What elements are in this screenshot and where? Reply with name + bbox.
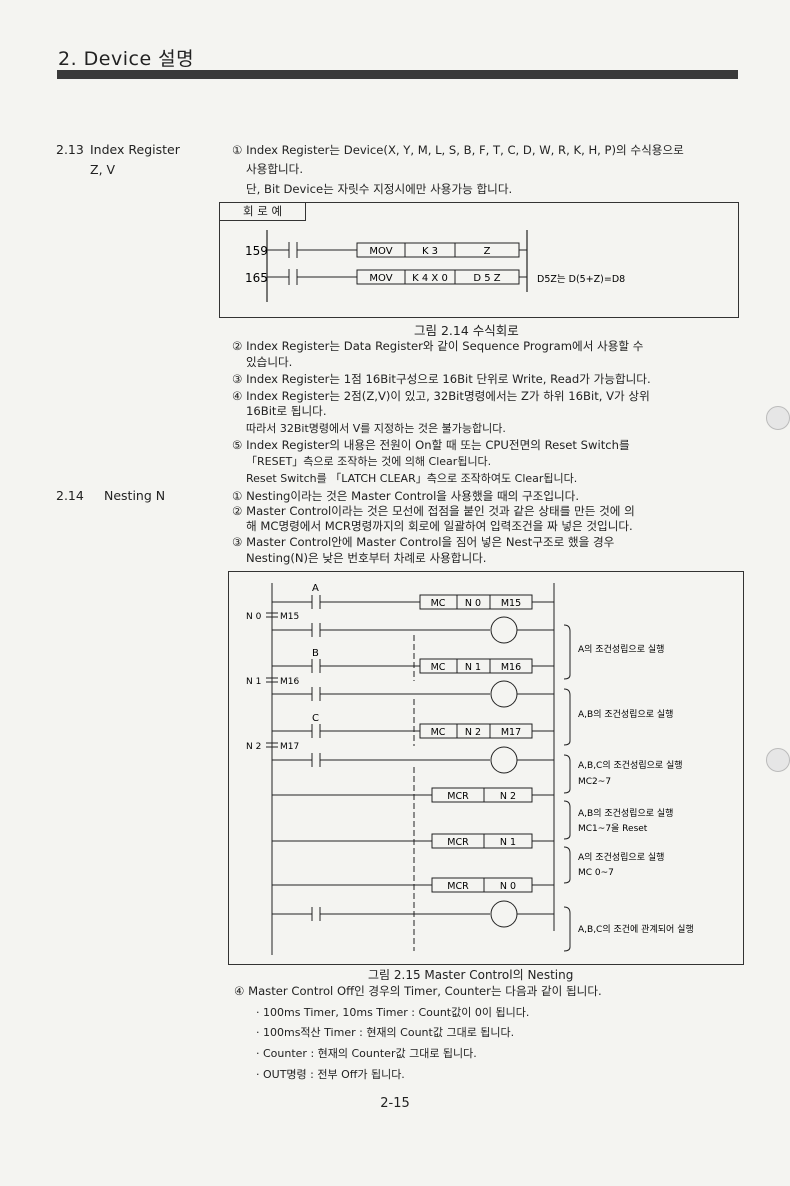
instruction-label: MCR [447, 791, 469, 802]
operand-label: N 1 [465, 662, 481, 673]
operand-label: N 1 [500, 837, 516, 848]
section-number: 2.14 [56, 488, 84, 503]
header-rule [57, 70, 738, 79]
page-number: 2-15 [380, 1096, 410, 1111]
list-item: · OUT명령 : 전부 Off가 됩니다. [256, 1068, 405, 1081]
contact-label: A [312, 583, 319, 594]
paragraph: 따라서 32Bit명령에서 V를 지정하는 것은 불가능합니다. [246, 422, 506, 435]
instruction-label: MC [431, 727, 446, 738]
paragraph: Nesting(N)은 낮은 번호부터 차례로 사용합니다. [246, 551, 487, 565]
nesting-label: N 0 [246, 612, 262, 622]
paragraph: Reset Switch를 「LATCH CLEAR」측으로 조작하여도 Cle… [246, 472, 578, 485]
nesting-label: N 2 [246, 742, 261, 752]
list-item: · 100ms적산 Timer : 현재의 Count값 그대로 됩니다. [256, 1026, 515, 1039]
annotation: MC2~7 [578, 777, 611, 787]
nesting-ladder-diagram: A B C N 0 M15 N 1 M16 N 2 M17 MC N 0 M15… [246, 583, 694, 955]
section-title: Nesting N [104, 488, 166, 503]
circuit-example-box [219, 202, 739, 318]
paragraph: ④ Index Register는 2점(Z,V)이 있고, 32Bit명령에서… [232, 389, 650, 403]
nesting-label: M16 [280, 677, 299, 687]
list-item: · Counter : 현재의 Counter값 그대로 됩니다. [256, 1047, 477, 1060]
operand-label: Z [484, 246, 491, 257]
instruction-label: MCR [447, 881, 469, 892]
contact-label: C [312, 713, 319, 724]
annotation: MC1~7을 Reset [578, 823, 648, 834]
paragraph: ① Index Register는 Device(X, Y, M, L, S, … [232, 143, 684, 157]
list-item: · 100ms Timer, 10ms Timer : Count값이 0이 됩… [256, 1006, 530, 1019]
paragraph: ② Master Control이라는 것은 모선에 접점을 붙인 것과 같은 … [232, 504, 635, 518]
nesting-diagram-box [228, 571, 744, 965]
annotation: A,B,C의 조건에 관계되어 실행 [578, 923, 694, 935]
binder-hole [766, 406, 790, 430]
paragraph: ② Index Register는 Data Register와 같이 Sequ… [232, 339, 644, 353]
operand-label: M15 [501, 598, 521, 609]
paragraph: ③ Index Register는 1점 16Bit구성으로 16Bit 단위로… [232, 372, 651, 386]
nesting-label: M17 [280, 742, 299, 752]
annotation: A의 조건성립으로 실행 [578, 643, 664, 655]
annotation: A,B,C의 조건성립으로 실행 [578, 759, 683, 771]
instruction-label: MCR [447, 837, 469, 848]
annotation: A의 조건성립으로 실행 [578, 851, 664, 863]
operand-label: K 4 X 0 [412, 273, 448, 284]
index-circuit-diagram: 159 MOV K 3 Z 165 MOV K 4 X 0 D 5 Z D5Z는… [245, 230, 625, 302]
paragraph: 사용합니다. [246, 162, 304, 176]
paragraph: ⑤ Index Register의 내용은 전원이 On할 때 또는 CPU전면… [232, 438, 630, 452]
paragraph: 16Bit로 됩니다. [246, 404, 327, 418]
annotation: D5Z는 D(5+Z)=D8 [537, 274, 625, 285]
figure-caption: 그림 2.14 수식회로 [414, 323, 519, 338]
paragraph: 「RESET」측으로 조작하는 것에 의해 Clear됩니다. [246, 455, 492, 468]
section-number: 2.13 [56, 142, 84, 157]
annotation: A,B의 조건성립으로 실행 [578, 708, 673, 720]
section-title: Index Register [90, 142, 180, 157]
paragraph: 해 MC명령에서 MCR명령까지의 회로에 일괄하여 입력조건을 짜 넣은 것입… [246, 519, 633, 533]
instruction-label: MOV [369, 246, 392, 257]
operand-label: N 0 [500, 881, 516, 892]
circuit-example-label: 회 로 예 [219, 202, 306, 221]
operand-label: M17 [501, 727, 521, 738]
instruction-label: MC [431, 598, 446, 609]
annotation: A,B의 조건성립으로 실행 [578, 807, 673, 819]
step-number: 159 [245, 244, 268, 258]
step-number: 165 [245, 271, 268, 285]
paragraph: ③ Master Control안에 Master Control을 짐어 넣은… [232, 535, 615, 549]
paragraph: 단, Bit Device는 자릿수 지정시에만 사용가능 합니다. [246, 182, 513, 196]
section-subtitle: Z, V [90, 162, 116, 177]
instruction-label: MOV [369, 273, 392, 284]
page-title: 2. Device 설명 [58, 48, 195, 70]
annotation: MC 0~7 [578, 868, 614, 878]
operand-label: N 2 [465, 727, 481, 738]
operand-label: K 3 [422, 246, 438, 257]
figure-caption: 그림 2.15 Master Control의 Nesting [368, 968, 574, 982]
contact-label: B [312, 648, 319, 659]
operand-label: D 5 Z [473, 273, 500, 284]
operand-label: N 2 [500, 791, 516, 802]
nesting-label: N 1 [246, 677, 261, 687]
operand-label: N 0 [465, 598, 481, 609]
operand-label: M16 [501, 662, 521, 673]
instruction-label: MC [431, 662, 446, 673]
paragraph: 있습니다. [246, 355, 293, 369]
paragraph: ④ Master Control Off인 경우의 Timer, Counter… [234, 984, 602, 998]
nesting-label: M15 [280, 612, 299, 622]
paragraph: ① Nesting이라는 것은 Master Control을 사용했을 때의 … [232, 489, 580, 503]
binder-hole [766, 748, 790, 772]
